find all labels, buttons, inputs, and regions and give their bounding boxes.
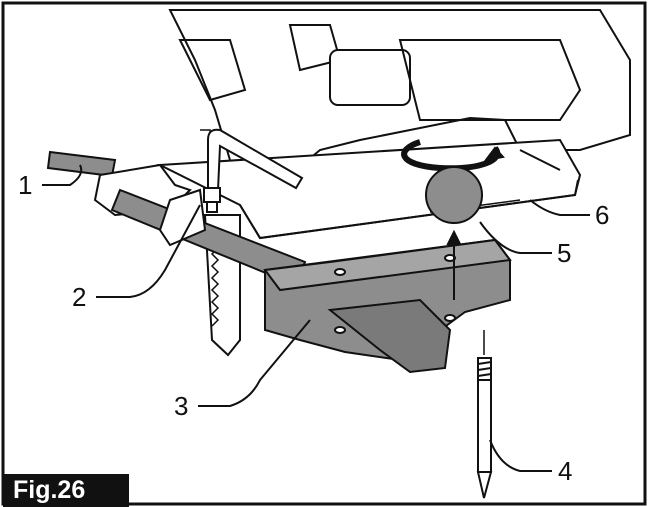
callout-1: 1 bbox=[18, 170, 33, 200]
leader-line-5 bbox=[479, 221, 552, 254]
pin bbox=[476, 330, 493, 499]
leader-lines bbox=[42, 164, 590, 472]
leader-line-2 bbox=[96, 204, 201, 298]
leader-line-6 bbox=[529, 199, 590, 216]
knob bbox=[425, 166, 483, 224]
callout-6: 6 bbox=[595, 200, 610, 230]
hex-wrench bbox=[203, 128, 304, 213]
callout-2: 2 bbox=[72, 282, 87, 312]
callout-5: 5 bbox=[557, 238, 572, 268]
rotation-arrow-icon bbox=[401, 139, 505, 172]
callout-3: 3 bbox=[174, 391, 189, 421]
callout-4: 4 bbox=[558, 456, 573, 486]
circular-guide bbox=[263, 238, 512, 374]
leader-line-3 bbox=[198, 319, 311, 407]
leader-line-1 bbox=[42, 164, 83, 186]
alignment-arrow-icon bbox=[446, 229, 462, 300]
leader-line-4 bbox=[489, 439, 552, 472]
figure-label: Fig.26 bbox=[3, 474, 129, 507]
